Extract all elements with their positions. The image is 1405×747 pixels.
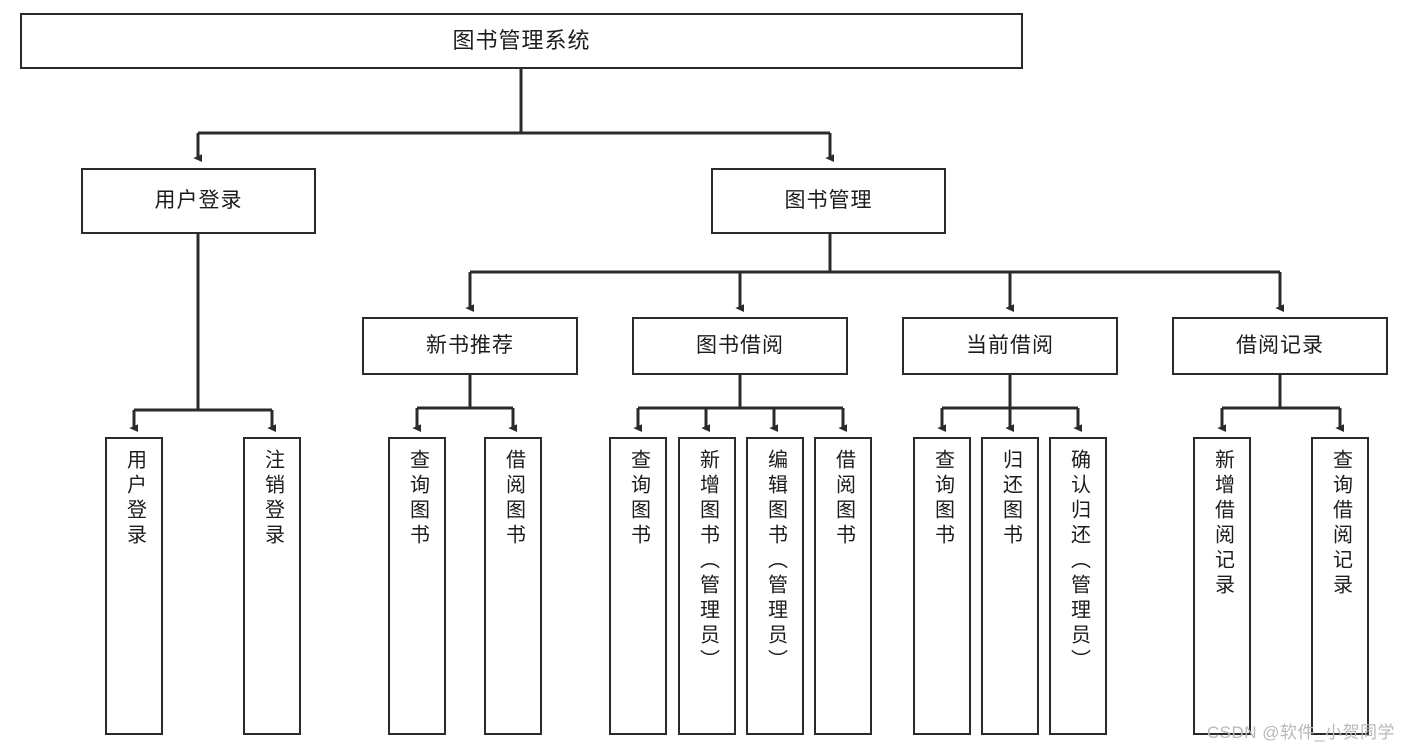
- leaf-user-login-login[interactable]: 用户登录: [105, 437, 163, 735]
- node-label: 查询图书: [627, 449, 650, 549]
- node-new-book-recommend[interactable]: 新书推荐: [362, 317, 578, 375]
- node-label: 用户登录: [154, 188, 243, 212]
- node-label: 借阅图书: [502, 449, 525, 549]
- leaf-current-borrow-query[interactable]: 查询图书: [913, 437, 971, 735]
- node-label: 用户登录: [123, 449, 146, 549]
- node-label: 新增借阅记录: [1211, 449, 1234, 599]
- node-label: 图书管理: [784, 188, 873, 212]
- node-label: 编辑图书（管理员）: [764, 449, 787, 674]
- node-label: 图书借阅: [696, 333, 784, 357]
- leaf-borrow-record-add[interactable]: 新增借阅记录: [1193, 437, 1251, 735]
- node-label: 确认归还（管理员）: [1067, 449, 1090, 674]
- leaf-user-login-logout[interactable]: 注销登录: [243, 437, 301, 735]
- node-label: 查询图书: [931, 449, 954, 549]
- node-root-book-management-system[interactable]: 图书管理系统: [20, 13, 1023, 69]
- node-label: 注销登录: [261, 449, 284, 549]
- leaf-new-book-borrow[interactable]: 借阅图书: [484, 437, 542, 735]
- leaf-book-borrow-borrow[interactable]: 借阅图书: [814, 437, 872, 735]
- leaf-borrow-record-query[interactable]: 查询借阅记录: [1311, 437, 1369, 735]
- node-label: 图书管理系统: [452, 28, 591, 54]
- leaf-current-borrow-return[interactable]: 归还图书: [981, 437, 1039, 735]
- node-label: 借阅图书: [832, 449, 855, 549]
- csdn-watermark: CSDN @软件_小贺同学: [1206, 723, 1395, 742]
- node-label: 查询借阅记录: [1329, 449, 1352, 599]
- node-label: 新书推荐: [426, 333, 514, 357]
- node-label: 归还图书: [999, 449, 1022, 549]
- node-label: 查询图书: [406, 449, 429, 549]
- node-user-login[interactable]: 用户登录: [81, 168, 316, 234]
- leaf-current-borrow-confirm-return-admin[interactable]: 确认归还（管理员）: [1049, 437, 1107, 735]
- node-borrow-record[interactable]: 借阅记录: [1172, 317, 1388, 375]
- leaf-new-book-query[interactable]: 查询图书: [388, 437, 446, 735]
- node-label: 新增图书（管理员）: [696, 449, 719, 674]
- leaf-book-borrow-query[interactable]: 查询图书: [609, 437, 667, 735]
- leaf-book-borrow-add-admin[interactable]: 新增图书（管理员）: [678, 437, 736, 735]
- leaf-book-borrow-edit-admin[interactable]: 编辑图书（管理员）: [746, 437, 804, 735]
- node-book-management[interactable]: 图书管理: [711, 168, 946, 234]
- node-label: 当前借阅: [966, 333, 1054, 357]
- node-label: 借阅记录: [1236, 333, 1324, 357]
- node-book-borrow[interactable]: 图书借阅: [632, 317, 848, 375]
- node-current-borrow[interactable]: 当前借阅: [902, 317, 1118, 375]
